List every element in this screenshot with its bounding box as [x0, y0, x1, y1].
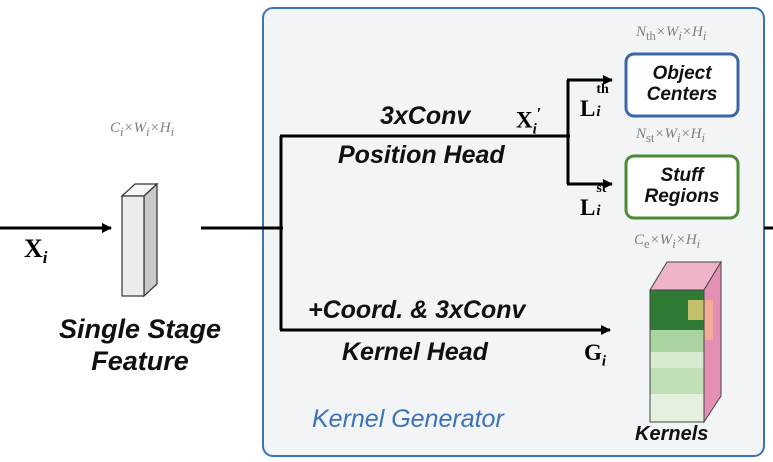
object-centers-box: [624, 52, 740, 118]
position-output-symbol: Xi′: [516, 104, 542, 138]
kernels-label: Kernels: [635, 423, 709, 445]
feature-dims-label: Ci×Wi×Hi: [110, 120, 175, 139]
feature-label: Single Stage Feature: [58, 314, 222, 376]
feature-block: [120, 182, 159, 298]
kernels-dims-label: Ce×Wi×Hi: [634, 232, 701, 251]
input-symbol: Xi: [24, 234, 48, 268]
object-centers-label: Object Centers: [646, 63, 718, 105]
things-dims-label: Nth×Wi×Hi: [636, 24, 707, 43]
kernel-output-symbol: Gi: [584, 340, 607, 370]
stuff-regions-label: Stuff Regions: [644, 165, 720, 207]
stuff-dims-label: Nst×Wi×Hi: [636, 126, 705, 145]
kernel-generator-title: Kernel Generator: [312, 405, 504, 433]
position-head-label: Position Head: [338, 141, 505, 169]
kernel-head-label: Kernel Head: [342, 338, 488, 366]
position-conv-label: 3xConv: [380, 102, 471, 130]
kernel-conv-label: +Coord. & 3xConv: [308, 296, 526, 324]
kernels-cube: [649, 260, 722, 424]
kernel-generator-box: [262, 7, 765, 457]
stuff-regions-box: [624, 154, 740, 220]
